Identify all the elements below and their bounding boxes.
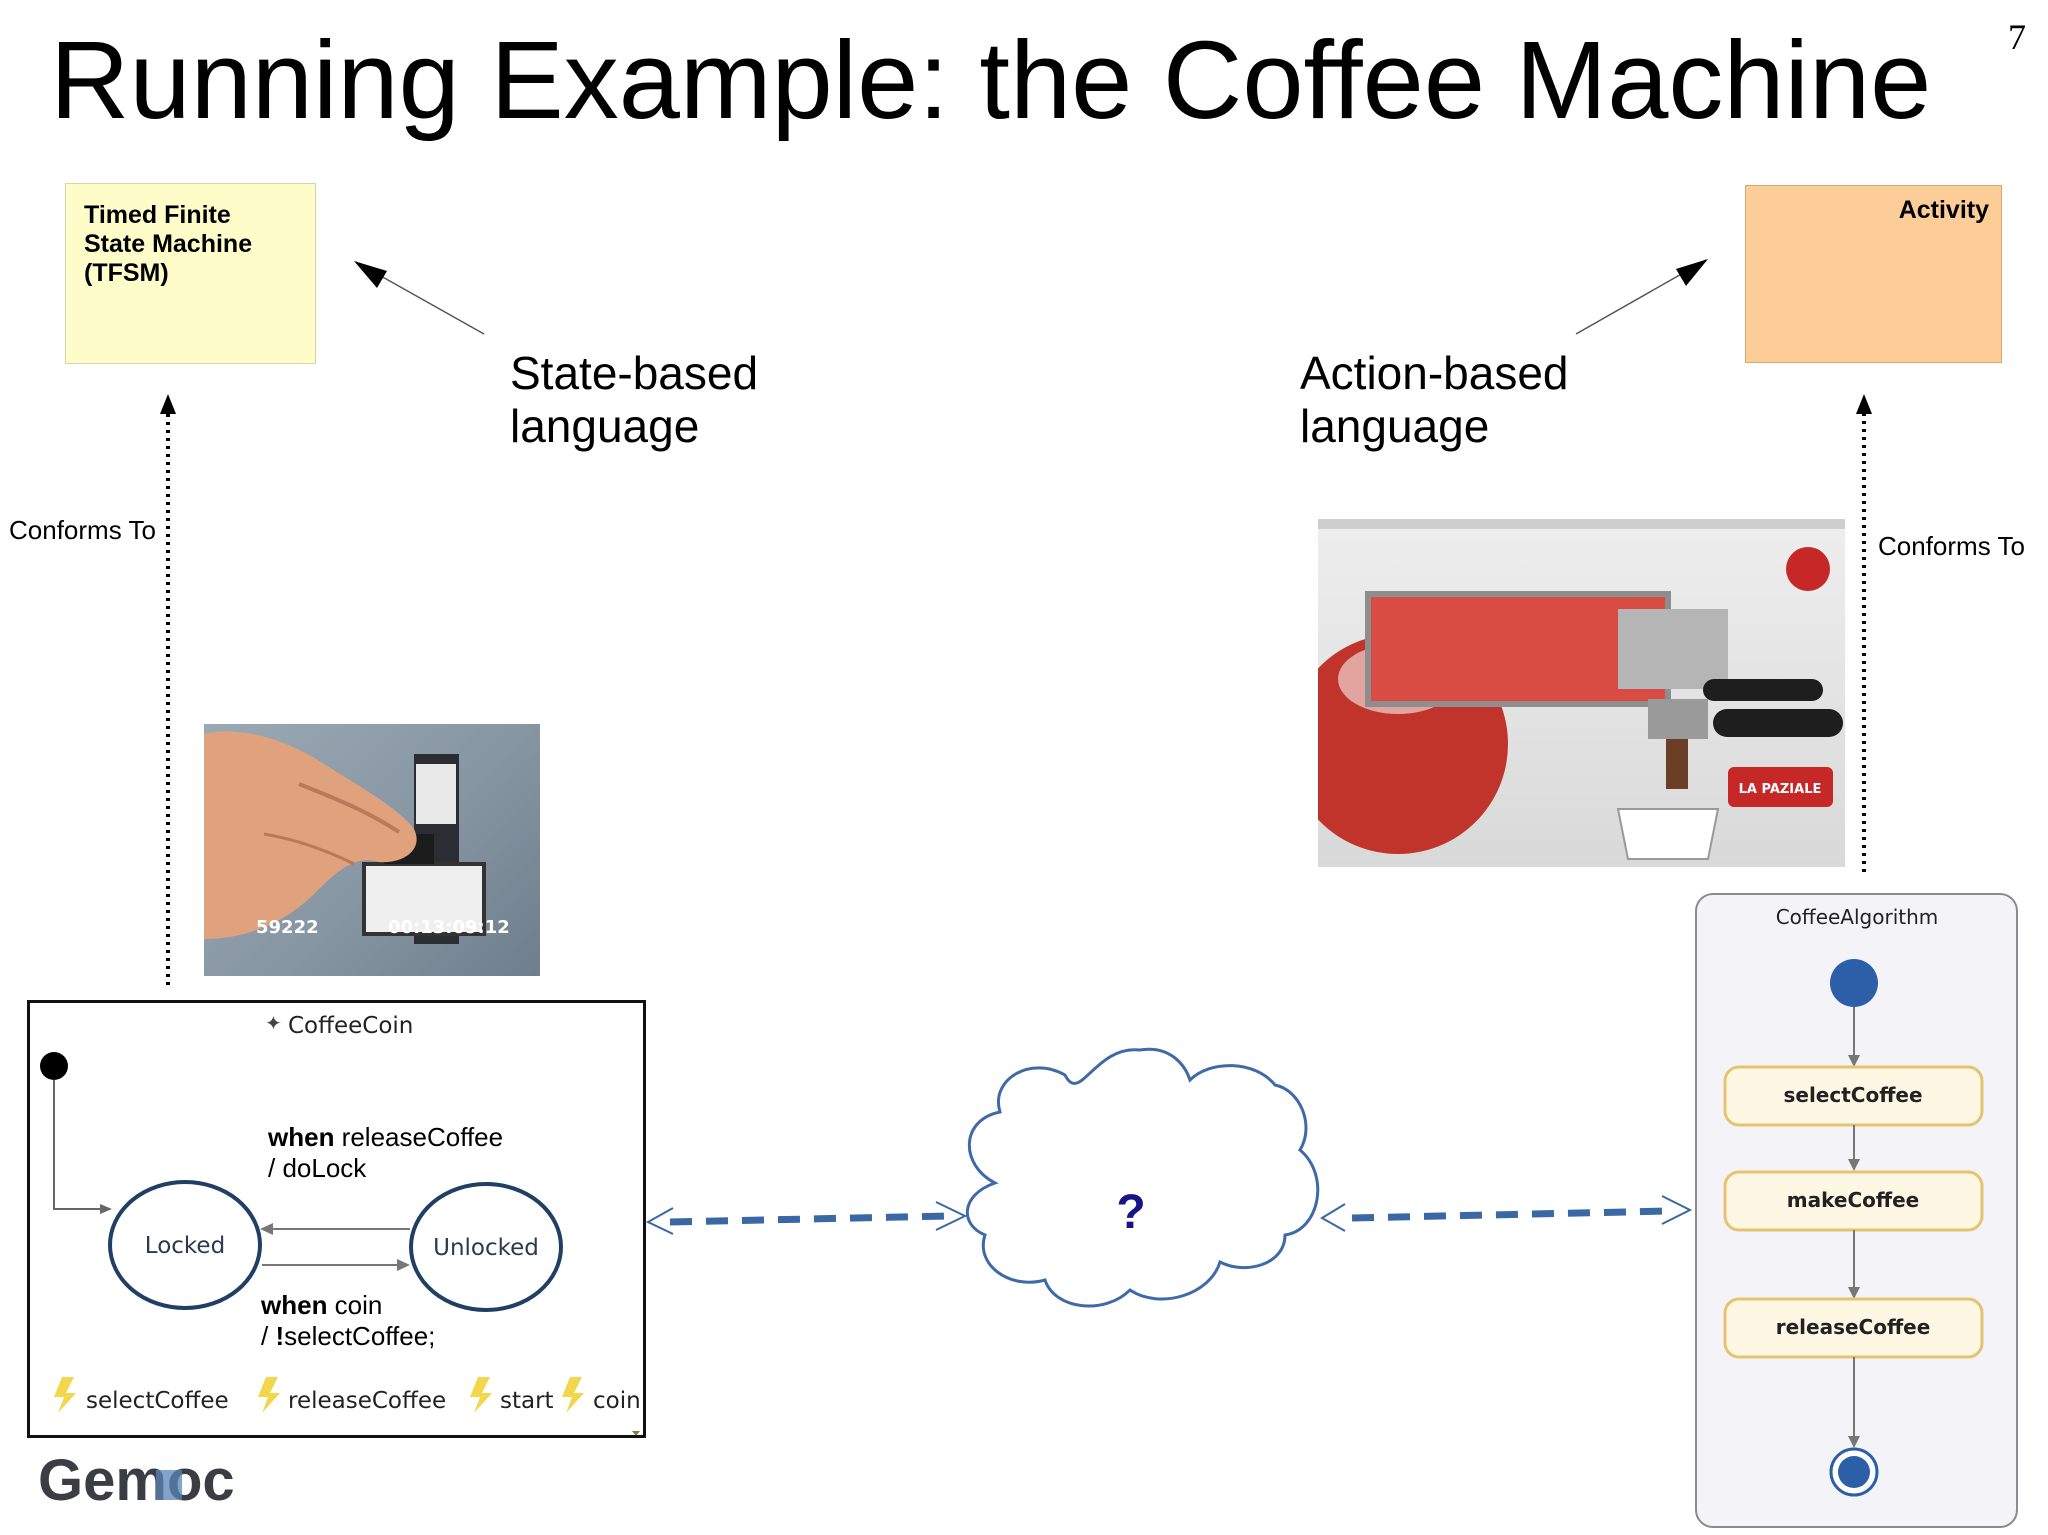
activity-final-node — [1838, 1456, 1870, 1488]
transition-bottom-action: / !selectCoffee; — [261, 1321, 435, 1351]
coin-slot-photo: 59222 00:13:09:12 — [204, 724, 540, 976]
state-unlocked-label: Unlocked — [433, 1235, 539, 1261]
coin-photo-timecode: 00:13:09:12 — [388, 917, 510, 938]
state-unlocked[interactable] — [409, 1182, 563, 1312]
coffeecoin-diagram: ✦ CoffeeCoin Locked Unlocked when releas… — [40, 1011, 641, 1436]
mapping-arrowhead-right-end — [1661, 1195, 1693, 1225]
tfsm-box-label: Timed Finite State Machine (TFSM) — [84, 201, 253, 287]
action-releasecoffee-label: releaseCoffee — [1776, 1315, 1931, 1339]
mapping-arrowhead-left-end — [935, 1201, 968, 1231]
mapping-dashed-line-left — [669, 1212, 949, 1226]
espresso-photo-drawing: LA PAZIALE — [1318, 519, 1845, 860]
conforms-to-arrowhead-right — [1856, 394, 1872, 414]
mapping-cloud — [966, 1047, 1320, 1308]
action-based-language-label: Action-based language — [1300, 347, 1569, 452]
initial-transition — [53, 1080, 110, 1210]
action-language-arrowhead — [1676, 259, 1708, 286]
transition-top-keyword: when — [267, 1122, 334, 1152]
activity-box-label: Activity — [1898, 196, 1989, 224]
event-selectcoffee: selectCoffee — [86, 1388, 229, 1414]
conforms-to-arrowhead-left — [160, 394, 176, 414]
event-lightning-icon — [470, 1377, 492, 1413]
coffee-algorithm-diagram: CoffeeAlgorithm selectCoffee makeCoffee … — [1723, 905, 1984, 1497]
transition-bottom-event: coin — [327, 1290, 382, 1320]
coffeecoin-state-machine-panel: ✦ CoffeeCoin Locked Unlocked when releas… — [27, 1000, 646, 1438]
state-locked-label: Locked — [145, 1233, 225, 1259]
coffeecoin-initial-node — [40, 1052, 68, 1080]
espresso-brand: LA PAZIALE — [1739, 782, 1822, 797]
coffee-algorithm-activity-panel: CoffeeAlgorithm selectCoffee makeCoffee … — [1695, 893, 2018, 1528]
coin-photo-drawing: 59222 00:13:09:12 — [204, 731, 510, 944]
espresso-machine-diagram-photo: LA PAZIALE — [1318, 519, 1845, 867]
event-lightning-icon — [54, 1377, 76, 1413]
conforms-to-label-left: Conforms To — [9, 515, 156, 545]
gemoc-logo-mark: Gemoc — [38, 1448, 235, 1513]
gemoc-logo-text: Gemoc — [38, 1450, 235, 1510]
coffeecoin-star-icon: ✦ — [265, 1011, 282, 1035]
resize-handle-icon — [632, 1431, 640, 1436]
transition-bottom-action-bang: ! — [275, 1321, 284, 1351]
coffeecoin-title: CoffeeCoin — [288, 1013, 413, 1039]
mapping-arrowhead-left-start — [645, 1207, 674, 1235]
slide-title: Running Example: the Coffee Machine — [50, 19, 1932, 142]
transition-bottom-action-name: selectCoffee; — [284, 1321, 435, 1351]
coin-photo-code: 59222 — [256, 917, 319, 938]
mapping-question-mark: ? — [1116, 1186, 1145, 1239]
transition-bottom-action-prefix: / — [261, 1321, 275, 1351]
state-language-arrowhead — [354, 261, 387, 288]
mapping-dashed-line-right — [1351, 1207, 1671, 1222]
event-releasecoffee: releaseCoffee — [288, 1388, 446, 1414]
mapping-arrowhead-right-start — [1320, 1203, 1346, 1232]
page-number: 7 — [2008, 17, 2026, 57]
activity-metamodel-box: Activity — [1745, 185, 2002, 363]
action-selectcoffee-label: selectCoffee — [1783, 1083, 1922, 1107]
conforms-to-label-right: Conforms To — [1878, 531, 2025, 561]
event-lightning-icon — [562, 1377, 584, 1413]
state-based-language-label: State-based language — [510, 347, 759, 452]
transition-bottom-keyword: when — [260, 1290, 327, 1320]
action-makecoffee-label: makeCoffee — [1787, 1188, 1919, 1212]
state-locked[interactable] — [108, 1180, 262, 1310]
event-coin: coin — [593, 1388, 641, 1414]
transition-top-event: releaseCoffee — [334, 1122, 503, 1152]
activity-initial-node — [1830, 959, 1878, 1007]
transition-top-action: / doLock — [268, 1153, 367, 1183]
event-lightning-icon — [258, 1377, 280, 1413]
transition-top-label: when releaseCoffee — [267, 1122, 503, 1152]
tfsm-metamodel-box: Timed Finite State Machine (TFSM) — [65, 183, 316, 364]
transition-bottom-label: when coin — [260, 1290, 382, 1320]
gemoc-logo: Gemoc — [38, 1448, 248, 1515]
activity-title: CoffeeAlgorithm — [1776, 905, 1939, 929]
event-start: start — [500, 1388, 554, 1414]
